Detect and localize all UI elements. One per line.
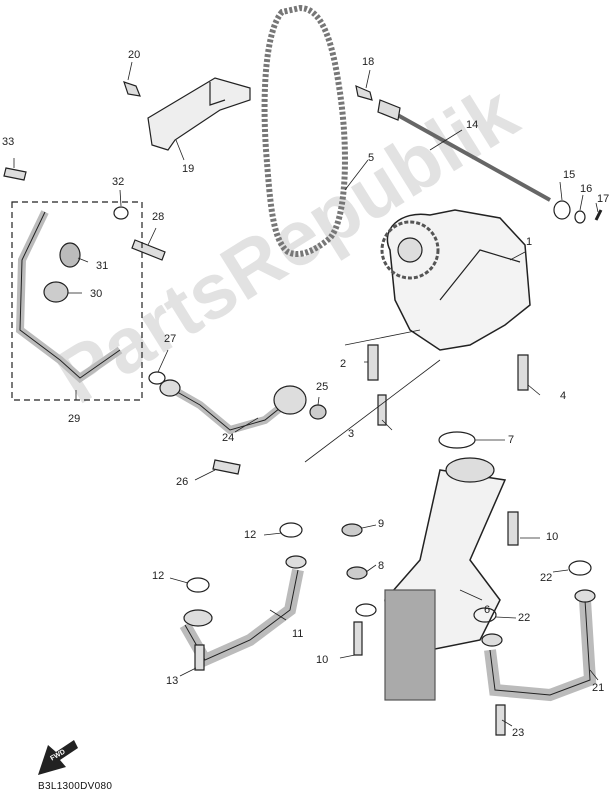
oil-level-rod — [384, 106, 551, 202]
callout-8: 8 — [378, 560, 385, 572]
callout-22-bottom: 22 — [518, 612, 531, 624]
callout-21: 21 — [592, 682, 605, 694]
callout-27: 27 — [164, 333, 177, 345]
callout-17: 17 — [597, 193, 610, 205]
callout-19: 19 — [182, 163, 195, 175]
callout-20: 20 — [128, 49, 141, 61]
callout-4: 4 — [560, 390, 567, 402]
callout-16: 16 — [580, 183, 593, 195]
callout-14: 14 — [466, 119, 479, 131]
callout-7: 7 — [508, 434, 515, 446]
callout-12-left: 12 — [152, 570, 165, 582]
callout-29: 29 — [68, 413, 81, 425]
callout-13: 13 — [166, 675, 179, 687]
bracket — [147, 77, 251, 151]
callout-5: 5 — [368, 152, 375, 164]
oil-pipe-2 — [484, 599, 597, 702]
callout-6: 6 — [484, 604, 491, 616]
callout-18: 18 — [362, 56, 375, 68]
callout-30: 30 — [90, 288, 103, 300]
callout-15: 15 — [563, 169, 576, 181]
callout-26: 26 — [176, 476, 189, 488]
callout-25: 25 — [316, 381, 329, 393]
callout-32: 32 — [112, 176, 125, 188]
callout-2: 2 — [340, 358, 347, 370]
callout-11: 11 — [292, 628, 304, 640]
callout-31: 31 — [96, 260, 109, 272]
callout-9: 9 — [378, 518, 385, 530]
callout-22-top: 22 — [540, 572, 553, 584]
callout-33: 33 — [2, 136, 15, 148]
callout-1: 1 — [526, 236, 533, 248]
timing-chain — [261, 4, 348, 258]
oil-pipe-3 — [163, 381, 293, 435]
callout-23: 23 — [512, 727, 525, 739]
callout-24: 24 — [222, 432, 235, 444]
callout-12-top: 12 — [244, 529, 257, 541]
oil-pump — [386, 209, 531, 351]
part-code: B3L1300DV080 — [38, 781, 113, 792]
callout-28: 28 — [152, 211, 165, 223]
callout-10-right: 10 — [546, 531, 559, 543]
callout-10-left: 10 — [316, 654, 329, 666]
callout-3: 3 — [348, 428, 355, 440]
